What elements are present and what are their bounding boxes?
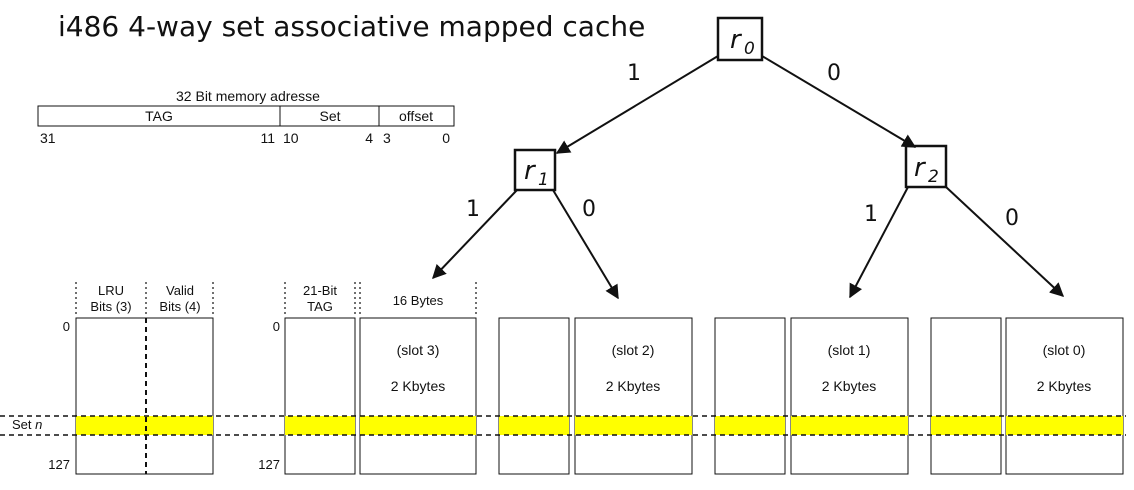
edge-r2-slot1	[849, 186, 909, 299]
tree-node-r0: r 0	[716, 16, 764, 62]
slot0-size: 2 Kbytes	[1037, 378, 1091, 394]
set-n-highlight	[76, 416, 1123, 435]
address-bit-4: 4	[365, 130, 373, 146]
edge-r0-r1	[555, 55, 719, 154]
edge-label-r1-left: 1	[466, 197, 480, 222]
address-field-offset: offset	[399, 108, 433, 124]
slot1-name: (slot 1)	[828, 342, 871, 358]
address-field-set: Set	[319, 108, 340, 124]
slot2-size: 2 Kbytes	[606, 378, 660, 394]
r2-letter: r	[914, 153, 927, 183]
address-bit-3: 3	[383, 130, 391, 146]
r2-subscript: 2	[928, 167, 939, 187]
address-label: 32 Bit memory adresse	[176, 88, 320, 104]
tag-table-slot2	[498, 317, 570, 475]
set-n-label: Set n	[12, 417, 42, 432]
lru-header-2: Bits (3)	[90, 299, 131, 314]
slot1-size: 2 Kbytes	[822, 378, 876, 394]
tag-table-slot0	[930, 317, 1002, 475]
slot3-name: (slot 3)	[397, 342, 440, 358]
address-field-bar	[37, 105, 455, 127]
tag-table-slot1	[714, 317, 786, 475]
data-table-slot0	[1005, 317, 1124, 475]
diagram-title: i486 4-way set associative mapped cache	[58, 10, 645, 43]
tree-node-r1: r 1	[513, 148, 557, 192]
data-table-slot3	[359, 317, 477, 475]
edge-label-root-right: 0	[827, 61, 841, 86]
data-table-slot1	[790, 317, 909, 475]
address-bit-31: 31	[40, 130, 56, 146]
edge-r1-slot2	[552, 189, 619, 300]
r1-subscript: 1	[538, 170, 549, 190]
edge-label-r1-right: 0	[582, 197, 596, 222]
slot3-size: 2 Kbytes	[391, 378, 445, 394]
edge-r2-slot0	[945, 186, 1065, 297]
address-bit-0: 0	[442, 130, 450, 146]
r0-letter: r	[730, 25, 743, 55]
tag-header-1: 21-Bit	[303, 283, 337, 298]
valid-header-2: Bits (4)	[159, 299, 200, 314]
data-table-slot2	[574, 317, 693, 475]
address-field-tag: TAG	[145, 108, 173, 124]
edge-r1-slot3	[432, 189, 518, 280]
row-first-tag: 0	[273, 319, 280, 334]
r0-subscript: 0	[744, 39, 755, 59]
r1-letter: r	[524, 156, 537, 186]
edge-label-r2-right: 0	[1005, 206, 1019, 231]
lru-header-1: LRU	[98, 283, 124, 298]
slot2-name: (slot 2)	[612, 342, 655, 358]
address-format: 32 Bit memory adresse TAG Set offset 31 …	[37, 88, 455, 146]
tag-header-2: TAG	[307, 299, 333, 314]
edge-label-root-left: 1	[627, 61, 641, 86]
valid-header-1: Valid	[166, 283, 194, 298]
row-first-left: 0	[63, 319, 70, 334]
bytes-header: 16 Bytes	[393, 293, 444, 308]
address-bit-10: 10	[283, 130, 299, 146]
address-bit-11: 11	[260, 130, 275, 146]
edge-r0-r2	[761, 55, 917, 148]
slot0-name: (slot 0)	[1043, 342, 1086, 358]
row-last-tag: 127	[258, 457, 280, 472]
tag-table-slot3	[284, 317, 356, 475]
tree-node-r2: r 2	[904, 144, 948, 189]
edge-label-r2-left: 1	[864, 202, 878, 227]
lru-valid-table	[75, 317, 214, 475]
row-last-left: 127	[48, 457, 70, 472]
